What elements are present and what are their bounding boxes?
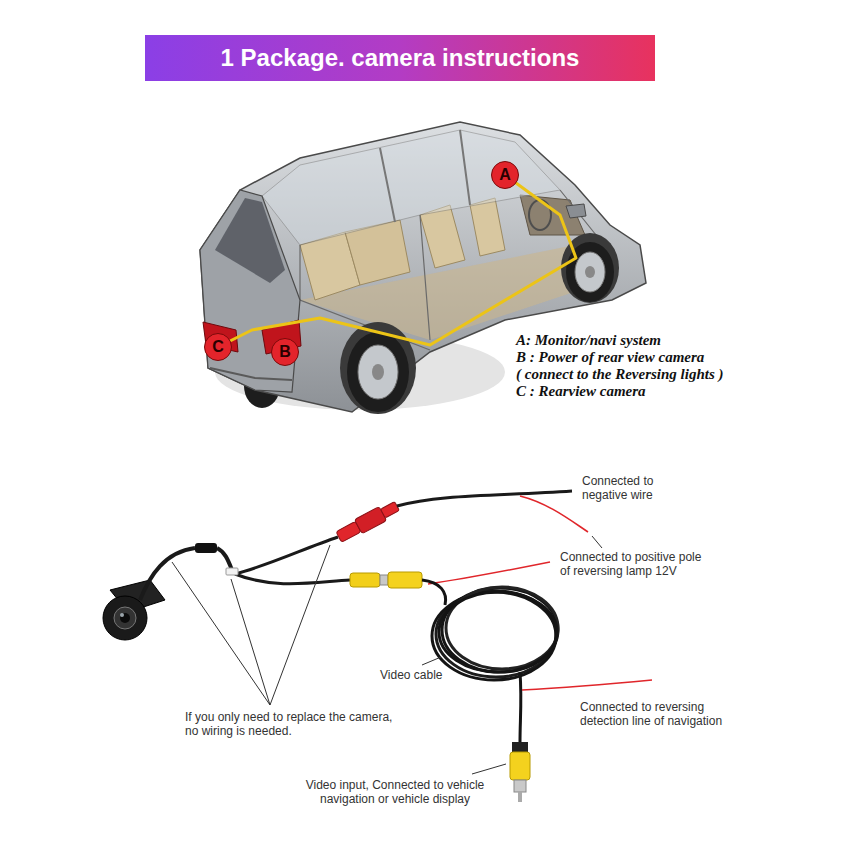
lens-highlight — [120, 613, 124, 617]
callout-letter: C — [212, 338, 224, 356]
camera-lens-ring — [114, 607, 136, 629]
yellow-cable — [231, 183, 576, 345]
side-glass — [262, 130, 560, 245]
callout-circle: B — [271, 338, 299, 366]
red-trigger-wire — [428, 562, 550, 584]
rear-hatch — [200, 190, 300, 392]
video-cable — [422, 580, 446, 605]
callout-letter: B — [279, 343, 291, 361]
wheel-hub — [585, 266, 595, 278]
key-entry: A: Monitor/navi system — [516, 332, 661, 349]
callout-circle: C — [204, 333, 232, 361]
rca-pin — [518, 792, 522, 802]
wheel-arch — [340, 322, 416, 414]
callout-note: Connected to reversing detection line of… — [580, 700, 730, 728]
rca-shell — [514, 780, 526, 792]
camera-cable — [217, 548, 232, 570]
wheel-rim — [358, 345, 398, 399]
callout-letter: A — [499, 166, 511, 184]
rca-ring — [380, 575, 388, 585]
video-cable — [519, 672, 523, 742]
video-lead — [235, 574, 350, 584]
connector-tail — [381, 502, 400, 518]
callout-note: If you only need to replace the camera, … — [185, 710, 401, 738]
door-pillar — [380, 130, 470, 222]
camera-cable — [140, 548, 195, 600]
side-mirror — [566, 204, 586, 218]
leader-line — [172, 545, 330, 705]
rca-plug — [350, 573, 380, 587]
cable-coil — [432, 592, 556, 680]
key-entry: B : Power of rear view camera — [516, 349, 704, 366]
callout-note: Connected to negative wire — [582, 474, 677, 502]
positive-wire — [520, 496, 588, 532]
callout-circle: A — [491, 161, 519, 189]
front-seat — [420, 205, 465, 268]
rear-wheel — [347, 332, 409, 412]
rca-socket — [388, 572, 422, 588]
key-entry: ( connect to the Reversing lights ) — [516, 366, 724, 383]
callout-note: Video input, Connected to vehicle naviga… — [300, 778, 490, 806]
strain-relief — [512, 742, 528, 752]
callout-note: Connected to positive pole of reversing … — [560, 550, 708, 578]
front-seat — [470, 198, 505, 256]
inline-ferrite — [195, 543, 217, 553]
dashboard — [520, 195, 585, 235]
rear-window — [215, 198, 285, 283]
power-lead — [235, 537, 338, 574]
wheel-hub — [372, 364, 384, 380]
power-cable — [397, 491, 572, 506]
callout-note: Video cable — [380, 668, 443, 682]
cable-tie — [226, 568, 238, 575]
detection-wire — [522, 680, 652, 690]
title-banner: 1 Package. camera instructions — [145, 35, 655, 81]
cable-coil — [436, 591, 556, 677]
leader-line — [472, 764, 506, 774]
camera-kit — [103, 491, 652, 802]
leader-line — [422, 657, 441, 665]
leader-line — [592, 536, 602, 548]
rca-plug — [510, 752, 530, 780]
wheel-rim — [575, 252, 605, 292]
key-entry: C : Rearview camera — [516, 383, 646, 400]
camera-lens — [120, 613, 130, 623]
cable-coil — [439, 592, 557, 672]
camera-body — [103, 596, 147, 640]
red-power-connector — [335, 499, 401, 544]
rear-bumper — [210, 368, 292, 380]
